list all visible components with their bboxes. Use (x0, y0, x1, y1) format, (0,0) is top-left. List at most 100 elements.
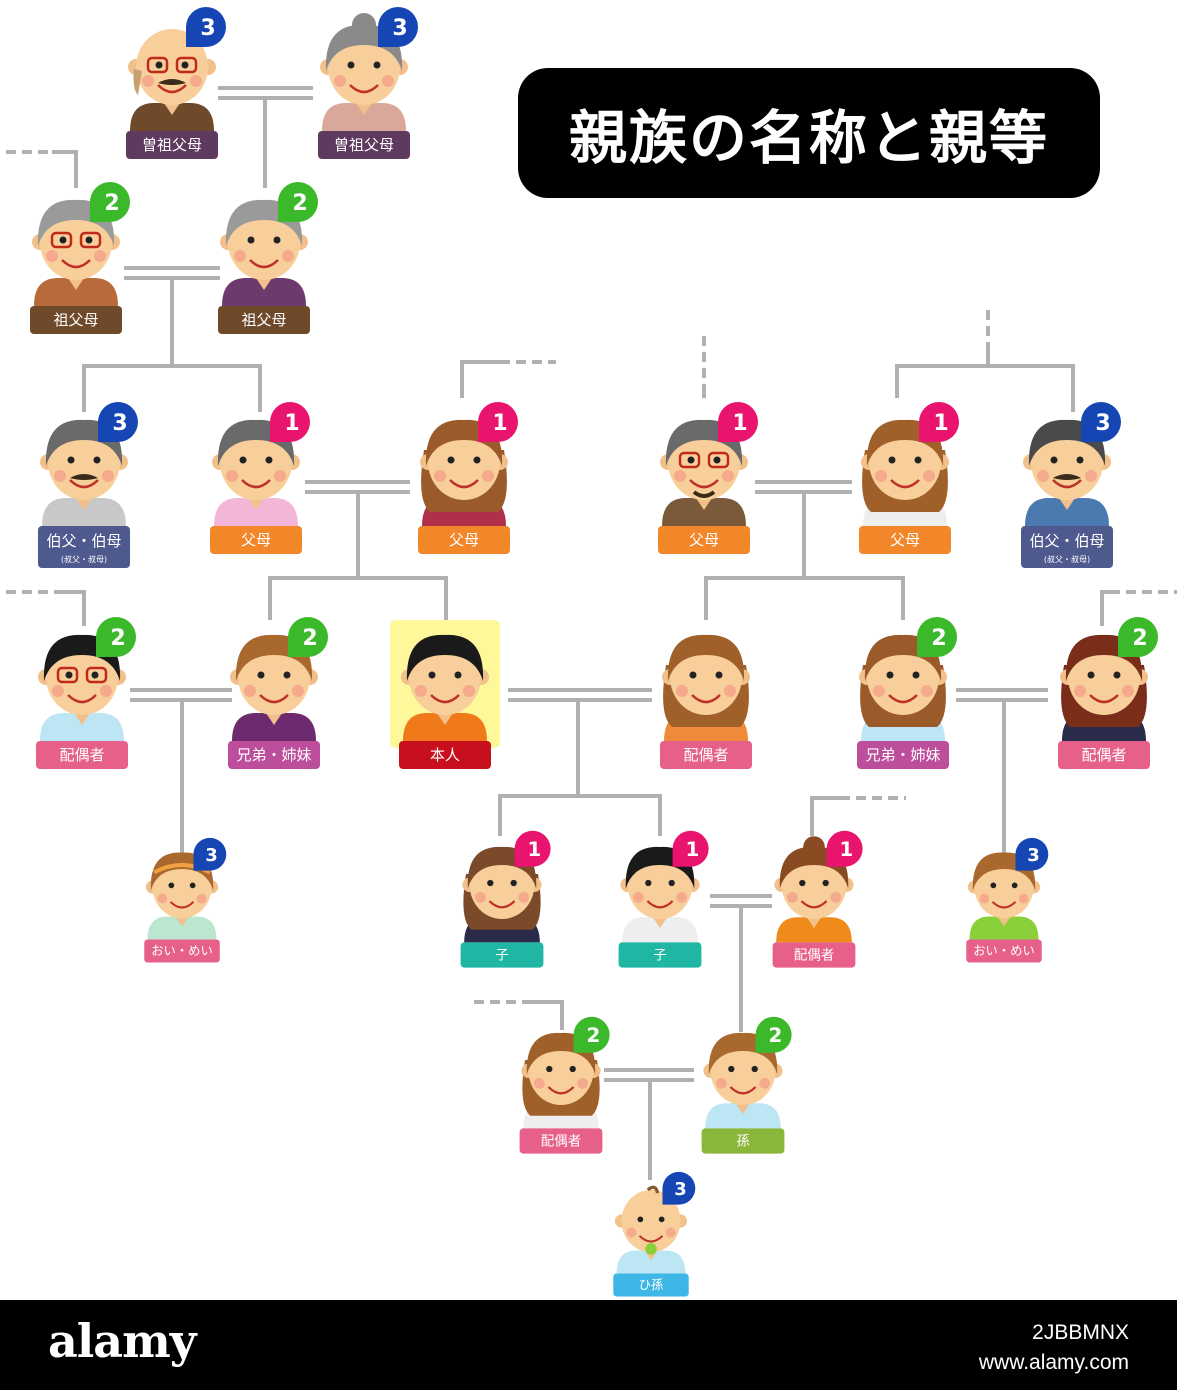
relation-label: 兄弟・姉妹 (865, 746, 940, 764)
label-box (218, 306, 310, 334)
degree-number: 2 (769, 1024, 783, 1047)
label-box (613, 1273, 689, 1297)
label-box (658, 526, 750, 554)
degree-number: 3 (674, 1179, 687, 1200)
degree-number: 3 (205, 845, 218, 866)
person-sibling-left: 兄弟・姉妹2 (228, 617, 328, 769)
diagram-title: 親族の名称と親等 (518, 68, 1100, 198)
degree-number: 2 (302, 626, 317, 651)
degree-number: 1 (686, 838, 700, 861)
degree-number: 2 (110, 626, 125, 651)
degree-number: 3 (1095, 411, 1110, 436)
dashed-continuations (0, 149, 1177, 1005)
degree-number: 1 (492, 411, 507, 436)
person-nephew-left: おい・めい3 (144, 837, 227, 963)
relation-label: 子 (653, 948, 667, 964)
shirt-shape (705, 1103, 781, 1129)
glasses-icon (50, 231, 73, 249)
pacifier-icon (645, 1243, 657, 1255)
degree-number: 1 (840, 838, 854, 861)
relation-label: 曽祖父母 (334, 136, 394, 154)
degree-badge: 2 (917, 617, 957, 657)
shirt-shape (40, 713, 124, 741)
person-ggm-paternal: 曽祖父母 3 (318, 7, 418, 159)
degree-badge: 3 (1015, 837, 1049, 871)
label-box (460, 942, 544, 968)
degree-badge: 3 (662, 1171, 696, 1205)
degree-badge: 1 (919, 402, 959, 442)
label-box (318, 131, 410, 159)
degree-badge: 1 (514, 830, 551, 867)
degree-number: 1 (284, 411, 299, 436)
shirt-shape (403, 713, 487, 741)
person-self: 本人 (390, 620, 500, 769)
relation-label: 子 (495, 948, 509, 964)
shirt-shape (130, 103, 214, 131)
label-box (618, 942, 702, 968)
person-grandchild: 孫2 (701, 1016, 792, 1154)
relation-label: 孫 (736, 1134, 750, 1150)
label-box (399, 741, 491, 769)
person-father: 父母1 (210, 402, 310, 554)
person-uncle-right: 伯父・伯母 (叔父・叔母) 3 (1021, 402, 1121, 568)
label-box (701, 1128, 785, 1154)
glasses-icon (56, 666, 79, 684)
degree-badge: 3 (193, 837, 227, 871)
label-box (228, 741, 320, 769)
person-child-spouse: 配偶者 1 (772, 830, 863, 968)
degree-badge: 2 (96, 617, 136, 657)
degree-badge: 2 (1118, 617, 1158, 657)
shirt-shape (776, 917, 852, 943)
relation-label: 本人 (430, 746, 460, 764)
degree-badge: 1 (478, 402, 518, 442)
degree-number: 1 (528, 838, 542, 861)
relation-label: 祖父母 (53, 311, 98, 329)
degree-badge: 1 (826, 830, 863, 867)
relation-label: 父母 (689, 531, 719, 549)
person-daughter: 子1 (460, 830, 551, 968)
degree-number: 2 (1132, 626, 1147, 651)
degree-badge: 2 (278, 182, 318, 222)
degree-badge: 3 (1081, 402, 1121, 442)
image-id: 2JBBMNX www.alamy.com (979, 1318, 1129, 1378)
label-box (519, 1128, 603, 1154)
mustache-icon (1053, 474, 1081, 480)
label-box (660, 741, 752, 769)
degree-number: 2 (931, 626, 946, 651)
label-box (859, 526, 951, 554)
label-box (36, 741, 128, 769)
degree-number: 3 (112, 411, 127, 436)
face-shape (621, 1189, 681, 1253)
degree-number: 2 (104, 191, 119, 216)
label-box (1058, 741, 1150, 769)
degree-badge: 3 (98, 402, 138, 442)
footer-bar: alamy 2JBBMNX www.alamy.com (0, 1300, 1177, 1390)
shirt-shape (1025, 498, 1109, 526)
person-mother-in-law: 父母1 (859, 402, 959, 554)
degree-number: 3 (200, 16, 215, 41)
degree-number: 2 (292, 191, 307, 216)
degree-badge: 1 (718, 402, 758, 442)
mustache-icon (158, 79, 186, 85)
label-box (210, 526, 302, 554)
label-box (857, 741, 949, 769)
label-box (144, 939, 220, 963)
degree-badge: 3 (378, 7, 418, 47)
face-shape (136, 29, 208, 105)
relation-label: 配偶者 (794, 948, 835, 964)
mustache-icon (70, 474, 98, 480)
kinship-diagram: 曽祖父母3曽祖父母3祖父母2祖父母2伯父・伯母(叔父・叔母)3父母1父母1父母1… (0, 7, 1177, 1297)
relation-sublabel: (叔父・叔母) (1044, 554, 1090, 564)
shirt-shape (222, 278, 306, 306)
relation-sublabel: (叔父・叔母) (61, 554, 107, 564)
degree-badge: 1 (672, 830, 709, 867)
relation-label: 配偶者 (1081, 746, 1126, 764)
shirt-shape (616, 1250, 686, 1274)
person-nephew-right: おい・めい3 (966, 837, 1049, 963)
glasses-icon (146, 56, 169, 74)
degree-number: 1 (732, 411, 747, 436)
label-box (966, 939, 1042, 963)
relation-label: 伯父・伯母 (1029, 532, 1104, 550)
